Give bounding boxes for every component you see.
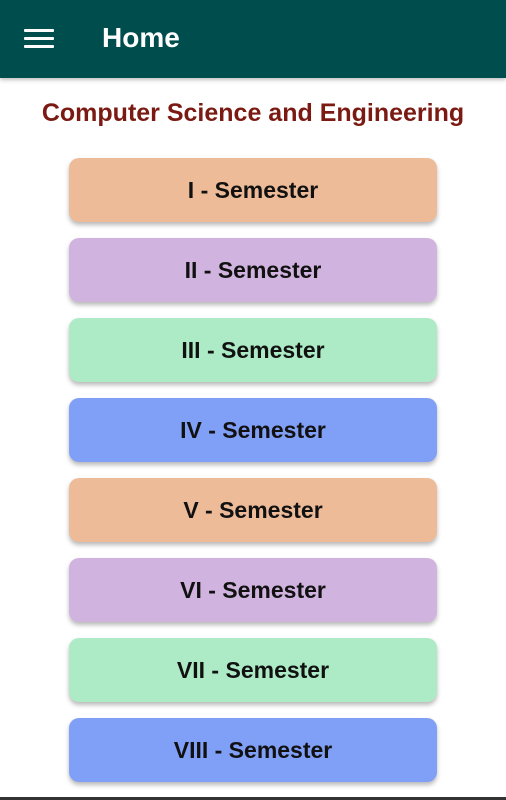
menu-bar-line	[24, 37, 54, 40]
app-bar: Home	[0, 0, 506, 78]
menu-bar-line	[24, 29, 54, 32]
menu-bar-line	[24, 45, 54, 48]
semester-7-button[interactable]: VII - Semester	[69, 638, 437, 702]
semester-2-button[interactable]: II - Semester	[69, 238, 437, 302]
semester-list: I - Semester II - Semester III - Semeste…	[69, 158, 437, 798]
semester-4-button[interactable]: IV - Semester	[69, 398, 437, 462]
page-title: Home	[102, 22, 180, 53]
semester-6-button[interactable]: VI - Semester	[69, 558, 437, 622]
hamburger-menu-icon[interactable]	[22, 26, 56, 52]
semester-3-button[interactable]: III - Semester	[69, 318, 437, 382]
semester-5-button[interactable]: V - Semester	[69, 478, 437, 542]
semester-1-button[interactable]: I - Semester	[69, 158, 437, 222]
bottom-divider	[0, 797, 506, 800]
semester-8-button[interactable]: VIII - Semester	[69, 718, 437, 782]
department-title: Computer Science and Engineering	[41, 99, 465, 127]
